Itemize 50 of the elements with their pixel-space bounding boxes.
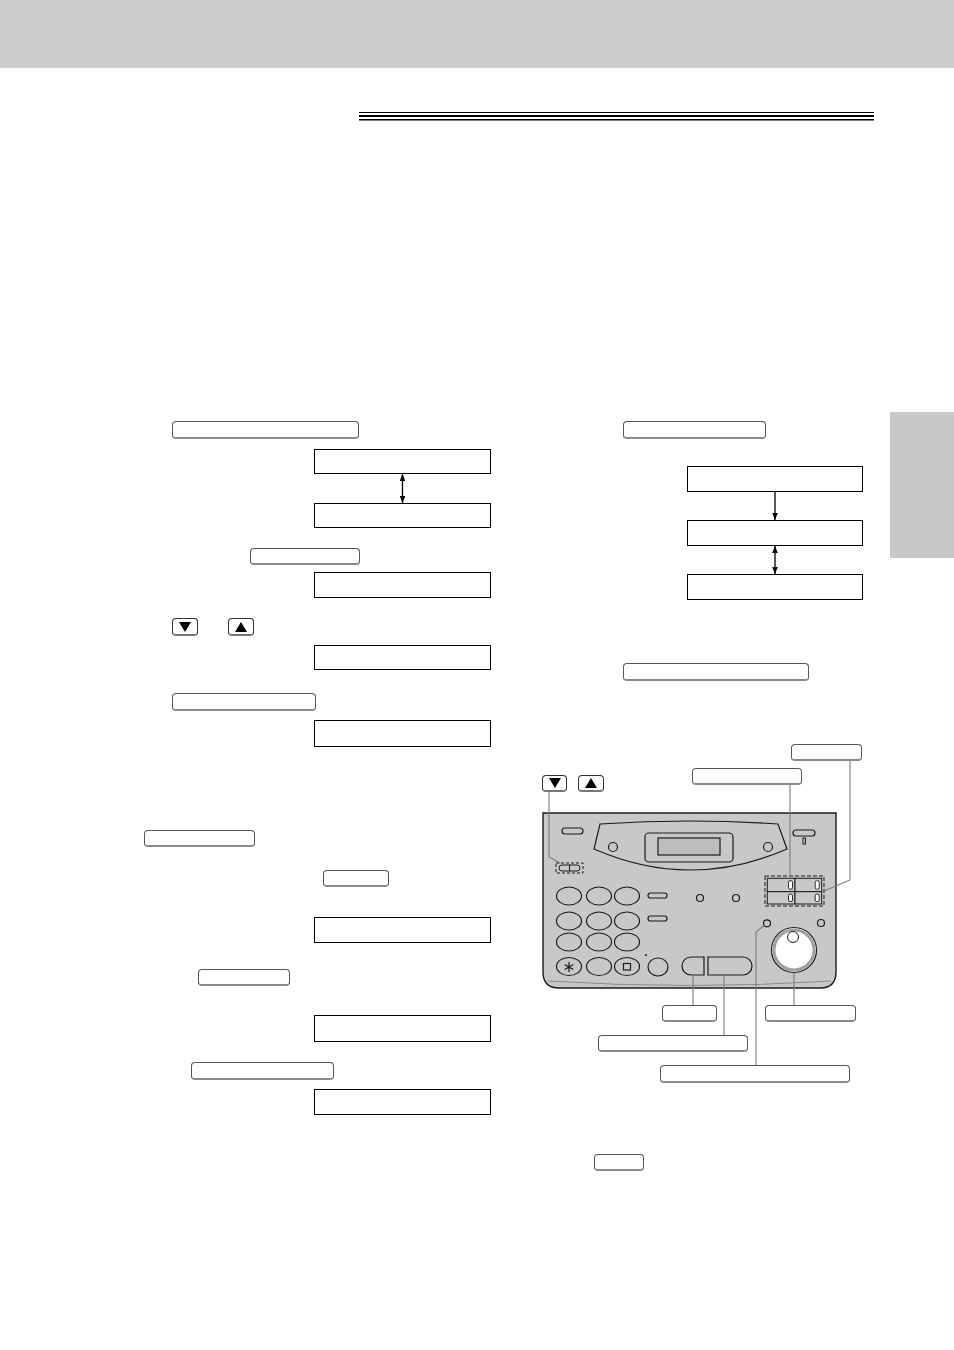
- leader-line: [755, 924, 765, 1066]
- leader-line: [692, 974, 694, 1006]
- arrow-key: [228, 618, 254, 636]
- wide-key-left: [681, 956, 705, 976]
- display-frame: [314, 720, 491, 747]
- arrow-key: [578, 775, 604, 792]
- display-frame: [314, 572, 491, 598]
- leader-line: [723, 974, 725, 1036]
- leader-line: [821, 760, 851, 893]
- button-frame: [692, 768, 802, 785]
- leader-line: [793, 971, 795, 1006]
- display-frame: [314, 1015, 491, 1042]
- button-frame: [172, 421, 359, 439]
- button-frame: [594, 1154, 644, 1171]
- arrow-key-pad: [555, 862, 584, 874]
- display-frame: [314, 917, 491, 943]
- display-frame: [314, 1089, 491, 1115]
- display-frame: [314, 645, 491, 670]
- button-frame: [765, 1005, 856, 1022]
- display-frame: [687, 574, 863, 600]
- button-frame: [191, 1062, 334, 1080]
- button-frame: [662, 1005, 717, 1022]
- leader-line: [789, 784, 791, 877]
- button-frame: [323, 870, 389, 887]
- wide-key-right: [707, 956, 753, 976]
- button-frame: [623, 421, 766, 439]
- button-frame: [172, 693, 316, 711]
- arrow: [399, 473, 406, 504]
- cluster-key: [794, 891, 823, 905]
- button-frame: [791, 744, 862, 761]
- indicator-light: [762, 919, 772, 928]
- display-frame: [687, 520, 863, 546]
- button-frame: [623, 663, 809, 681]
- fax-machine-drawing: [542, 812, 837, 989]
- leader-line: [548, 791, 561, 864]
- key-cluster: [764, 875, 825, 907]
- button-frame: [660, 1065, 850, 1083]
- arrow-key: [172, 618, 198, 636]
- arrow: [772, 545, 778, 575]
- display-frame: [314, 449, 491, 474]
- button-frame: [598, 1035, 748, 1052]
- display-frame: [314, 503, 491, 528]
- button-frame: [144, 830, 255, 847]
- display-frame: [687, 466, 863, 492]
- side-tab: [890, 412, 954, 558]
- button-frame: [198, 969, 290, 986]
- arrow-key: [542, 775, 567, 792]
- button-frame: [250, 548, 360, 565]
- dial-knob: [770, 926, 818, 974]
- arrow: [772, 491, 778, 521]
